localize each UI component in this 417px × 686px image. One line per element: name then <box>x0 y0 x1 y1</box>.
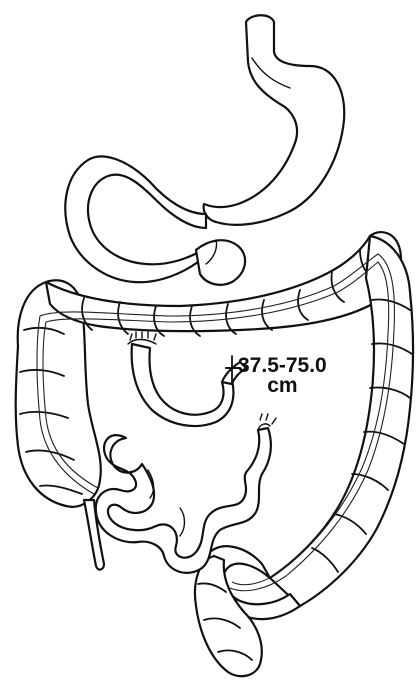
colon <box>16 232 413 676</box>
small-bowel-loops <box>96 414 276 573</box>
length-unit: cm <box>238 376 327 396</box>
stomach <box>204 15 345 225</box>
length-value: 37.5-75.0 <box>238 356 327 376</box>
small-bowel-segment <box>128 332 246 426</box>
length-annotation: 37.5-75.0 cm <box>238 356 327 396</box>
